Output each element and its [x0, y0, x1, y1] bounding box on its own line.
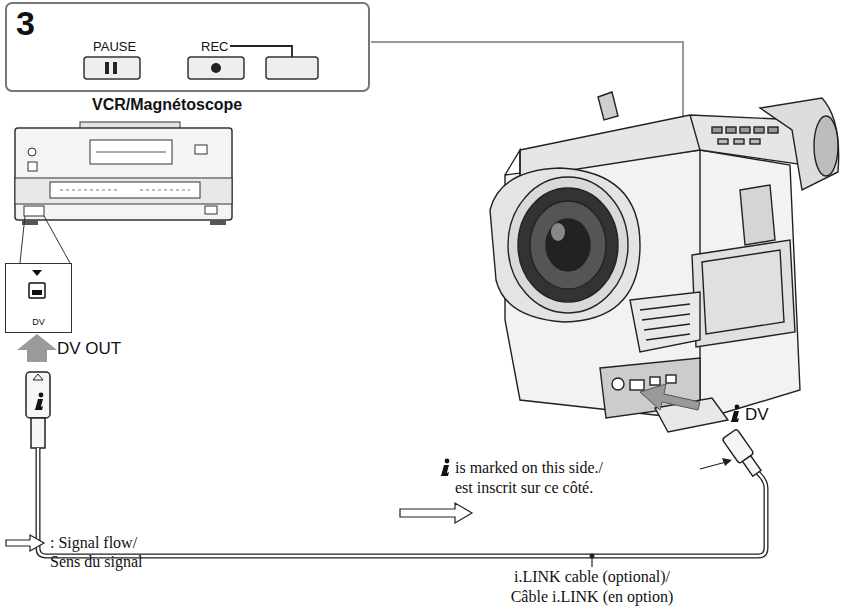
vcr-drawing [28, 148, 36, 156]
ilink-cable [38, 448, 766, 556]
camcorder-drawing [644, 324, 690, 330]
jack-inset: DV [5, 263, 72, 333]
vcr-plug [31, 418, 45, 448]
cable-leader [591, 558, 592, 567]
vcr-drawing [60, 190, 120, 191]
camcorder-drawing [505, 150, 800, 420]
camcorder-drawing [646, 334, 690, 340]
vcr-drawing [15, 178, 232, 204]
vcr-drawing [90, 140, 172, 164]
rec-button [188, 57, 244, 79]
pause-button [105, 62, 109, 74]
vcr-plug [34, 393, 43, 410]
legend-text: : Signal flow/ Sens du signal [50, 533, 168, 571]
marked-side-arrowhead [722, 458, 732, 466]
camcorder-drawing [642, 314, 690, 320]
camcorder-drawing [726, 127, 736, 133]
camcorder-drawing [640, 304, 690, 310]
camcorder-drawing [630, 292, 700, 352]
camcorder-drawing [814, 116, 838, 176]
vcr-drawing [205, 206, 217, 214]
ilink-cable [38, 448, 766, 556]
camcorder-drawing [754, 127, 764, 133]
second-button [266, 57, 318, 79]
vcr-drawing [44, 216, 70, 263]
panel-leader [371, 42, 683, 132]
second-button [266, 57, 318, 79]
vcr-drawing [50, 182, 200, 198]
camcorder-drawing [598, 92, 618, 120]
camcorder-drawing [530, 201, 606, 289]
cable-label: Câble i.LINK (en option) [440, 588, 744, 606]
vcr-drawing [24, 206, 44, 216]
camcorder-drawing [551, 223, 565, 241]
camcorder-drawing [760, 98, 839, 190]
camcorder-drawing [612, 378, 624, 390]
marked-side-leader [700, 462, 726, 469]
camcorder-drawing [546, 219, 590, 271]
camcorder-drawing [712, 127, 722, 133]
vcr-drawing [96, 152, 166, 153]
legend-arrow [6, 535, 44, 551]
vcr-drawing [15, 128, 232, 220]
camcorder-drawing [740, 127, 750, 133]
rec-button [211, 63, 221, 73]
camcorder-drawing [768, 127, 778, 133]
dv-jack-symbol [32, 270, 42, 276]
vcr-drawing [20, 216, 25, 263]
pause-button [84, 57, 140, 79]
vcr-drawing [210, 220, 226, 225]
camcorder-drawing [718, 139, 728, 144]
camcorder-plug [742, 456, 761, 476]
rec-bracket [230, 46, 292, 57]
vcr-plug [26, 372, 50, 418]
dv-jack-symbol [29, 270, 45, 298]
vcr-plug [26, 372, 50, 448]
dv-jack-symbol [29, 283, 45, 298]
camcorder-drawing [692, 240, 795, 347]
vcr-plug [33, 374, 43, 380]
vcr-drawing [140, 190, 190, 191]
step-number: 3 [16, 5, 35, 42]
camcorder-drawing [518, 188, 618, 302]
cable-label: i.LINK cable (optional)/ [440, 568, 744, 586]
step-panel: 3PAUSE REC [5, 2, 370, 92]
camcorder-drawing [630, 380, 644, 390]
legend: : Signal flow/ Sens du signal [50, 533, 168, 571]
pause-button [84, 57, 140, 79]
device-label: VCR/Magnétoscope [92, 96, 242, 114]
rec-button [188, 57, 244, 79]
dv-out-arrow [17, 334, 57, 362]
button-label: REC [201, 40, 228, 54]
jack-label: DV [6, 318, 71, 328]
camcorder-drawing [505, 150, 520, 178]
dv-jack-symbol [32, 290, 42, 295]
note-text: is marked on this side./ [455, 459, 603, 477]
camcorder-drawing [490, 92, 839, 432]
camcorder-drawing [740, 185, 775, 245]
vcr-drawing [15, 122, 232, 263]
insert-arrow [640, 384, 700, 410]
signal-arrow [400, 503, 472, 523]
port-label: DV [745, 405, 769, 425]
camcorder-drawing [650, 377, 660, 385]
ilink-logo [730, 405, 739, 422]
camcorder-drawing [750, 139, 760, 144]
pause-button [113, 62, 117, 74]
camcorder-drawing [702, 250, 784, 334]
vcr-drawing [195, 145, 207, 154]
button-label: PAUSE [93, 40, 136, 54]
ilink-logo [440, 459, 449, 476]
camcorder-drawing [666, 375, 676, 383]
camcorder-drawing [734, 139, 744, 144]
camcorder-drawing [490, 168, 640, 322]
ilink-cable [38, 448, 766, 556]
note-text: est inscrit sur ce côté. [455, 479, 593, 497]
port-label: DV OUT [57, 339, 121, 359]
camcorder-drawing [508, 177, 628, 313]
cable-leader-dot [590, 554, 595, 559]
camcorder-plug [722, 429, 764, 479]
vcr-drawing [28, 162, 37, 171]
